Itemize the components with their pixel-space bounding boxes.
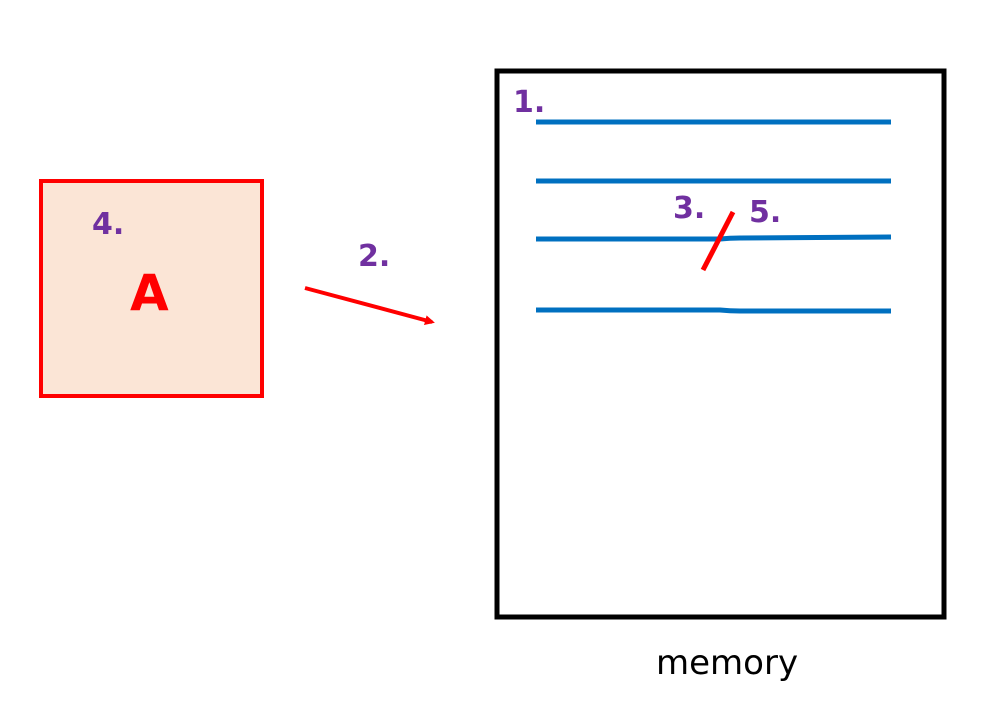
- variable-box: [39, 179, 264, 398]
- break-mark: [700, 210, 736, 272]
- step-label-2: 2.: [358, 239, 391, 274]
- step-label-4: 4.: [92, 207, 125, 242]
- store-arrow: [304, 286, 435, 326]
- memory-caption: memory: [656, 643, 799, 683]
- memory-line: [536, 307, 891, 314]
- variable-label: A: [130, 264, 169, 322]
- step-label-5: 5.: [749, 195, 782, 230]
- step-label-3: 3.: [673, 191, 706, 226]
- step-label-1: 1.: [513, 85, 546, 120]
- memory-line: [536, 234, 892, 242]
- memory-block: [494, 68, 947, 620]
